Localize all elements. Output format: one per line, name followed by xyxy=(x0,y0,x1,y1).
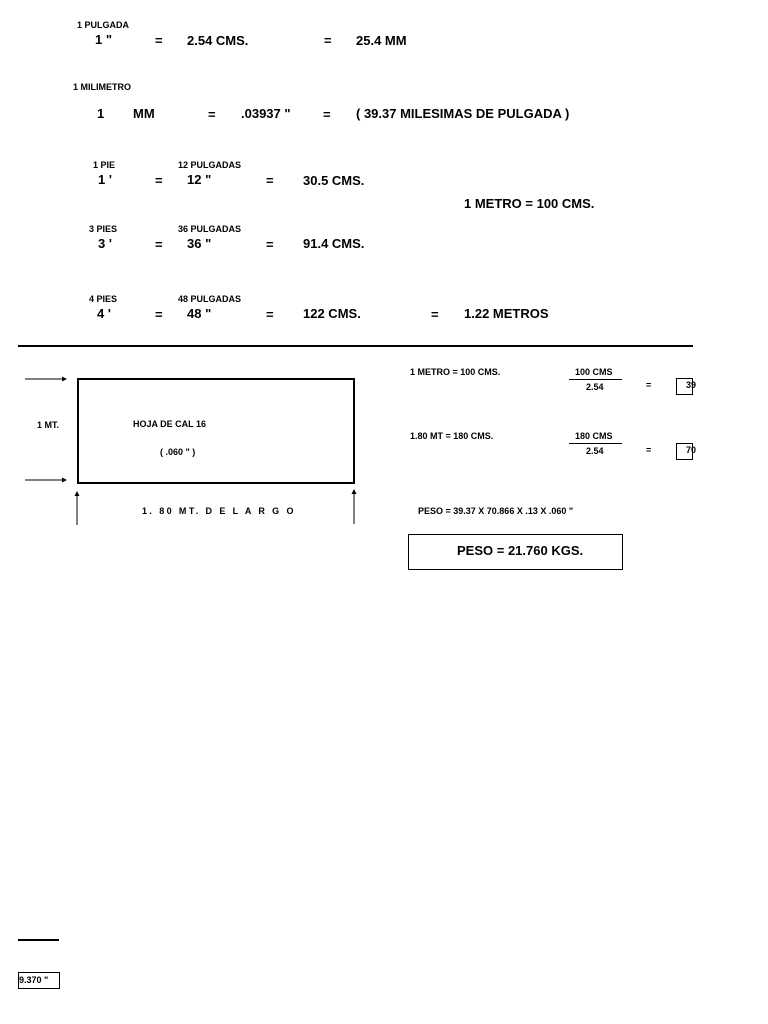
calc-fraction2-bar xyxy=(569,443,622,444)
length-arrow-right-head xyxy=(351,489,357,494)
sheet-title: HOJA DE CAL 16 xyxy=(133,419,207,429)
sheet-rectangle xyxy=(77,378,355,484)
cuatro-pies-equals-1: = xyxy=(155,307,163,322)
pulgada-value: 1 " xyxy=(95,32,113,47)
pie-cms: 30.5 CMS. xyxy=(303,173,365,188)
pie-pulgadas-label: 12 PULGADAS xyxy=(178,160,242,170)
cuatro-pies-value: 4 ' xyxy=(97,306,111,321)
tres-pies-value: 3 ' xyxy=(98,236,112,251)
sheet-height-label: 1 MT. xyxy=(37,420,60,430)
cuatro-pies-equals-2: = xyxy=(266,307,274,322)
milimetro-inches: .03937 " xyxy=(241,106,291,121)
cuatro-pies-cms: 122 CMS. xyxy=(303,306,361,321)
pie-label: 1 PIE xyxy=(93,160,116,170)
pie-equals-1: = xyxy=(155,173,163,188)
milimetro-equals-1: = xyxy=(208,107,216,122)
calc-result1-box: 39 xyxy=(676,378,696,395)
tres-pies-pulgadas-label: 36 PULGADAS xyxy=(178,224,242,234)
sheet-thickness: ( .060 " ) xyxy=(160,447,196,457)
pie-equals-2: = xyxy=(266,173,274,188)
milimetro-text: ( 39.37 MILESIMAS DE PULGADA ) xyxy=(356,106,570,121)
milimetro-unit: MM xyxy=(133,106,155,121)
bottom-value-box xyxy=(18,972,60,989)
pulgada-equals-2: = xyxy=(324,33,332,48)
pulgada-equals-1: = xyxy=(155,33,163,48)
cuatro-pies-label: 4 PIES xyxy=(89,294,118,304)
pie-pulgadas-value: 12 " xyxy=(187,172,212,187)
peso-result-box xyxy=(408,534,623,570)
peso-formula: PESO = 39.37 X 70.866 X .13 X .060 " xyxy=(418,506,574,516)
tres-pies-equals-2: = xyxy=(266,237,274,252)
tres-pies-equals-1: = xyxy=(155,237,163,252)
cuatro-pies-equals-3: = xyxy=(431,307,439,322)
height-arrow-bottom-head xyxy=(62,477,67,483)
calc-fraction1-denominator: 2.54 xyxy=(586,382,604,392)
cuatro-pies-pulgadas-label: 48 PULGADAS xyxy=(178,294,242,304)
calc-equals-1: = xyxy=(646,380,652,390)
sheet-length-label: 1. 80 MT. D E L A R G O xyxy=(142,506,296,516)
calc-metro-line: 1 METRO = 100 CMS. xyxy=(410,367,501,377)
milimetro-equals-2: = xyxy=(323,107,331,122)
length-arrow-left-head xyxy=(74,491,80,496)
calc-fraction1-bar xyxy=(569,379,622,380)
pulgada-mm: 25.4 MM xyxy=(356,33,407,48)
calc-length-line: 1.80 MT = 180 CMS. xyxy=(410,431,494,441)
section-divider xyxy=(18,345,693,347)
metro-note: 1 METRO = 100 CMS. xyxy=(464,196,595,211)
tres-pies-cms: 91.4 CMS. xyxy=(303,236,365,251)
calc-result2-box: 70 xyxy=(676,443,696,460)
pulgada-label: 1 PULGADA xyxy=(77,20,130,30)
height-arrow-top-head xyxy=(62,376,67,382)
cuatro-pies-metros: 1.22 METROS xyxy=(464,306,549,321)
milimetro-label: 1 MILIMETRO xyxy=(73,82,131,92)
bottom-rule xyxy=(18,939,59,941)
calc-fraction2-numerator: 180 CMS xyxy=(575,431,613,441)
tres-pies-label: 3 PIES xyxy=(89,224,118,234)
calc-fraction2-denominator: 2.54 xyxy=(586,446,604,456)
bottom-value: 9.370 " xyxy=(19,975,49,985)
cuatro-pies-pulgadas-value: 48 " xyxy=(187,306,212,321)
tres-pies-pulgadas-value: 36 " xyxy=(187,236,212,251)
milimetro-one: 1 xyxy=(97,106,105,121)
calc-equals-2: = xyxy=(646,445,652,455)
pulgada-cms: 2.54 CMS. xyxy=(187,33,249,48)
calc-fraction1-numerator: 100 CMS xyxy=(575,367,613,377)
peso-result: PESO = 21.760 KGS. xyxy=(457,543,584,558)
pie-value: 1 ' xyxy=(98,172,112,187)
